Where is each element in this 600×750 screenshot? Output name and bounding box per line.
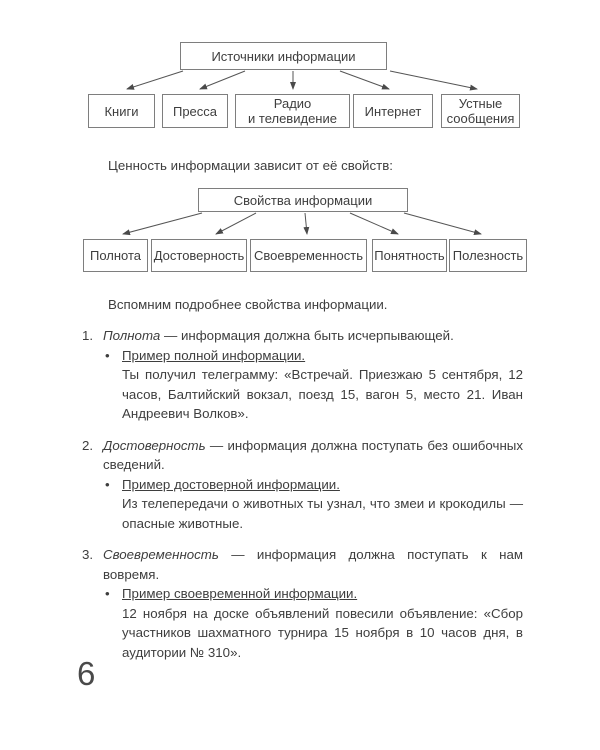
term-text: Своевременность bbox=[103, 547, 219, 562]
term-text: Полнота bbox=[103, 328, 161, 343]
property-node-clarity: Понятность bbox=[372, 239, 447, 272]
page-number: 6 bbox=[77, 655, 96, 692]
list-item-completeness: 1. Полнота — информация должна быть исче… bbox=[82, 326, 523, 424]
definition-text: — информация должна поступать к нам вовр… bbox=[103, 547, 523, 582]
term-text: Достоверность bbox=[103, 437, 206, 453]
bullet-icon: • bbox=[105, 476, 110, 492]
list-item-reliability: 2. Достоверность — информация должна пос… bbox=[82, 436, 523, 534]
item-definition: Своевременность — информация должна пост… bbox=[103, 545, 523, 584]
source-node-books: Книги bbox=[88, 94, 155, 128]
source-node-oral-messages: Устные сообщения bbox=[441, 94, 520, 128]
property-node-reliability: Достоверность bbox=[151, 239, 247, 272]
example-paragraph: Из телепередачи о животных ты узнал, что… bbox=[122, 496, 523, 531]
example-title-row: • Пример полной информации. bbox=[103, 346, 523, 366]
item-number: 2. bbox=[82, 437, 94, 453]
example-paragraph: Ты получил телеграмму: «Встречай. Приезж… bbox=[122, 367, 523, 421]
property-node-timeliness: Своевременность bbox=[250, 239, 367, 272]
source-node-internet: Интернет bbox=[353, 94, 433, 128]
bullet-icon: • bbox=[105, 347, 110, 363]
item-definition: Достоверность — информация должна поступ… bbox=[103, 436, 523, 475]
property-node-usefulness: Полезность bbox=[449, 239, 527, 272]
properties-root-box: Свойства информации bbox=[198, 188, 408, 212]
list-item-timeliness: 3. Своевременность — информация должна п… bbox=[82, 545, 523, 662]
example-title: Пример полной информации. bbox=[122, 347, 306, 363]
source-node-radio-tv: Радио и телевидение bbox=[235, 94, 350, 128]
bullet-icon: • bbox=[105, 586, 110, 601]
properties-list: 1. Полнота — информация должна быть исче… bbox=[82, 326, 523, 674]
example-title: Пример своевременной информации. bbox=[122, 586, 358, 601]
item-number: 3. bbox=[82, 547, 94, 562]
example-title: Пример достоверной информации. bbox=[122, 476, 340, 492]
example-paragraph: 12 ноября на доске объявлений повесили о… bbox=[122, 605, 523, 660]
item-definition: Полнота — информация должна быть исчерпы… bbox=[103, 326, 523, 346]
definition-text: — информация должна поступать без ошибоч… bbox=[103, 437, 523, 473]
example-title-row: • Пример своевременной информации. bbox=[103, 584, 523, 604]
definition-text: — информация должна быть исчерпывающей. bbox=[163, 328, 454, 343]
example-title-row: • Пример достоверной информации. bbox=[103, 475, 523, 495]
intro-line: Вспомним подробнее свойства информации. bbox=[108, 297, 388, 312]
item-number: 1. bbox=[82, 328, 94, 343]
source-node-press: Пресса bbox=[162, 94, 228, 128]
property-node-completeness: Полнота bbox=[83, 239, 148, 272]
sources-root-box: Источники информации bbox=[180, 42, 387, 70]
value-statement: Ценность информации зависит от её свойст… bbox=[108, 158, 393, 173]
